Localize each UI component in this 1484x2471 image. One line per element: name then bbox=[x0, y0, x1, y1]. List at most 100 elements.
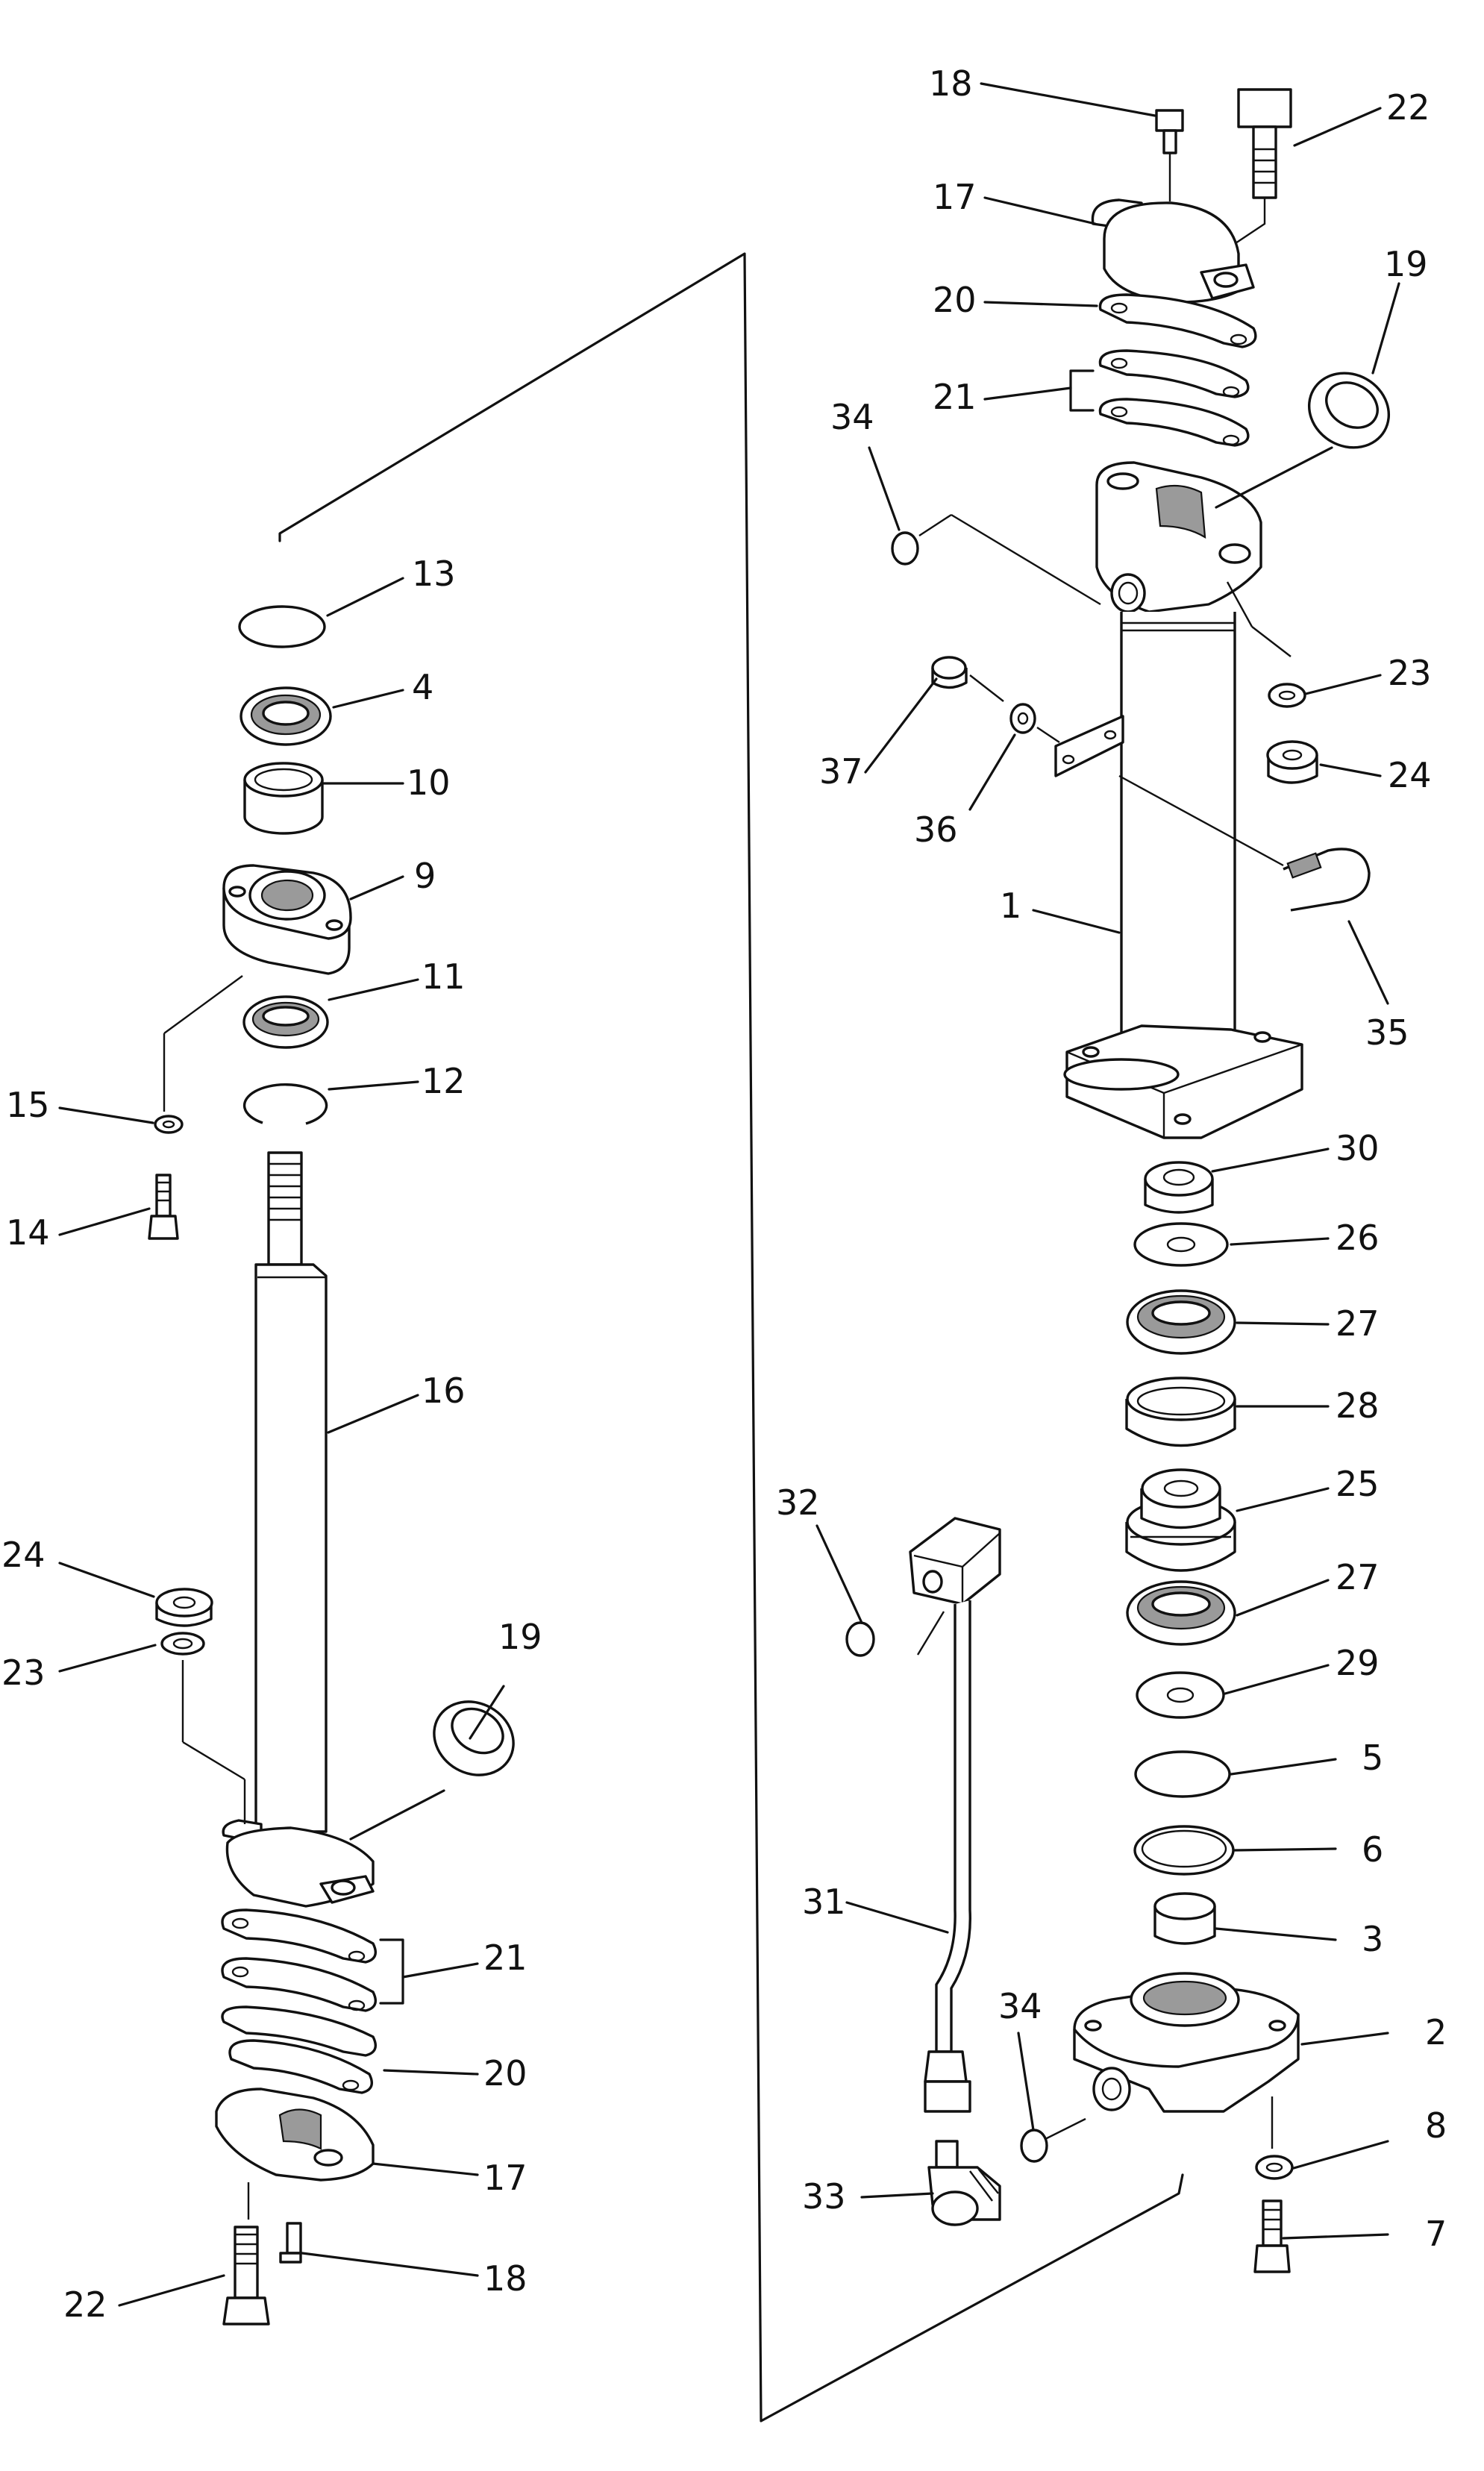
part-21-shims-right bbox=[1098, 349, 1250, 447]
callout-13: 13 bbox=[412, 554, 456, 594]
part-31-pipe bbox=[909, 1517, 1001, 2113]
part-22-bolt-left bbox=[222, 2226, 270, 2326]
part-16-shaft bbox=[254, 1151, 328, 1833]
callout-31: 31 bbox=[802, 1882, 846, 1922]
callout-29: 29 bbox=[1336, 1643, 1380, 1683]
part-14-bolt bbox=[148, 1174, 179, 1240]
callout-22-left: 22 bbox=[63, 2284, 107, 2325]
part-3-bushing bbox=[1153, 1892, 1216, 1945]
callout-27-bottom: 27 bbox=[1336, 1557, 1380, 1597]
callout-17-left: 17 bbox=[483, 2158, 527, 2198]
part-24-nut-left bbox=[155, 1588, 213, 1627]
part-4-seal bbox=[239, 686, 332, 746]
callout-37: 37 bbox=[819, 751, 863, 792]
callout-9: 9 bbox=[414, 856, 436, 896]
part-32-o-ring bbox=[845, 1621, 875, 1657]
part-10-bushing bbox=[243, 762, 324, 835]
callout-4: 4 bbox=[412, 667, 433, 707]
callout-16: 16 bbox=[422, 1371, 466, 1411]
callout-34-bottom: 34 bbox=[998, 1986, 1042, 2026]
part-33-elbow-fitting bbox=[927, 2140, 1001, 2226]
part-18-grease-fitting-left bbox=[279, 2222, 302, 2264]
part-19-seal-right bbox=[1307, 372, 1391, 449]
callout-8: 8 bbox=[1425, 2105, 1447, 2146]
part-18-grease-fitting-right bbox=[1155, 109, 1184, 201]
callout-5: 5 bbox=[1362, 1738, 1383, 1778]
leader-lines bbox=[58, 82, 1400, 2307]
part-23-lock-washer-right bbox=[1268, 683, 1306, 708]
part-8-washer bbox=[1255, 2155, 1294, 2180]
part-34-o-ring-bottom bbox=[1020, 2129, 1048, 2163]
part-1-column-bracket bbox=[1054, 715, 1124, 777]
callout-21-left: 21 bbox=[483, 1938, 527, 1978]
part-30-nut bbox=[1144, 1161, 1214, 1214]
part-19-seal-left bbox=[433, 1700, 515, 1776]
callout-24-right: 24 bbox=[1388, 755, 1432, 795]
callout-20-right: 20 bbox=[933, 280, 977, 320]
callout-21-right: 21 bbox=[933, 377, 977, 417]
part-9-flange-housing bbox=[222, 864, 352, 975]
part-21-shims-left bbox=[221, 1908, 377, 2057]
callout-24-left: 24 bbox=[1, 1535, 46, 1575]
callout-30: 30 bbox=[1336, 1128, 1380, 1168]
part-17-clamp-cap-right bbox=[1091, 198, 1255, 304]
part-27-bearing-top bbox=[1126, 1289, 1236, 1355]
callout-32: 32 bbox=[776, 1482, 820, 1523]
part-11-bearing bbox=[242, 995, 329, 1049]
part-clamp-cap-left bbox=[222, 1819, 375, 1908]
part-22-bolt-right bbox=[1230, 88, 1292, 247]
part-27-bearing-bottom bbox=[1126, 1580, 1236, 1646]
callout-20-left: 20 bbox=[483, 2053, 527, 2093]
part-25-bearing-assembly bbox=[1125, 1468, 1236, 1572]
callout-11: 11 bbox=[422, 956, 466, 997]
part-20-shim-right bbox=[1098, 293, 1257, 348]
part-36-washer bbox=[1009, 703, 1036, 734]
part-28-race bbox=[1125, 1377, 1236, 1447]
part-5-o-ring bbox=[1134, 1750, 1231, 1798]
callout-19-right: 19 bbox=[1384, 244, 1428, 284]
part-35-u-bolt bbox=[1283, 848, 1371, 912]
part-7-bolt bbox=[1253, 2199, 1291, 2273]
callout-2: 2 bbox=[1425, 2012, 1447, 2052]
part-17-clamp-body-left bbox=[215, 2088, 375, 2182]
left-assembly-lines bbox=[163, 975, 250, 2220]
callout-27-top: 27 bbox=[1336, 1303, 1380, 1344]
callout-25: 25 bbox=[1336, 1464, 1380, 1504]
part-12-snap-ring bbox=[242, 1083, 328, 1125]
part-15-washer bbox=[154, 1115, 184, 1134]
part-2-housing bbox=[1073, 1972, 1300, 2113]
callout-18-right: 18 bbox=[929, 63, 973, 104]
part-24-nut-right bbox=[1266, 740, 1318, 784]
part-34-o-ring-top bbox=[891, 531, 919, 566]
part-37-nut bbox=[931, 656, 968, 689]
callout-14: 14 bbox=[6, 1212, 50, 1253]
callout-labels: 13 4 10 9 11 12 15 14 16 24 23 19 21 20 … bbox=[1, 63, 1447, 2325]
callout-33: 33 bbox=[802, 2176, 846, 2217]
callout-22-right: 22 bbox=[1386, 87, 1430, 128]
callout-18-left: 18 bbox=[483, 2258, 527, 2299]
callout-17-right: 17 bbox=[933, 177, 977, 217]
callout-3: 3 bbox=[1362, 1919, 1383, 1959]
part-1-column bbox=[1063, 612, 1303, 1139]
enclosure-frame bbox=[278, 252, 1184, 2423]
callout-23-left: 23 bbox=[1, 1653, 46, 1693]
callout-15: 15 bbox=[6, 1085, 50, 1125]
callout-28: 28 bbox=[1336, 1385, 1380, 1426]
callout-6: 6 bbox=[1362, 1829, 1383, 1870]
callout-7: 7 bbox=[1425, 2214, 1447, 2254]
callout-34-top: 34 bbox=[830, 397, 874, 437]
callout-1: 1 bbox=[1000, 886, 1021, 926]
part-6-ring bbox=[1133, 1825, 1235, 1876]
part-26-washer bbox=[1133, 1222, 1229, 1267]
part-29-washer bbox=[1136, 1671, 1225, 1719]
part-23-lock-washer-left bbox=[160, 1632, 205, 1656]
right-assembly-lines bbox=[916, 513, 1292, 2149]
callout-26: 26 bbox=[1336, 1218, 1380, 1258]
part-13-o-ring bbox=[238, 605, 326, 648]
callout-19-left: 19 bbox=[498, 1617, 542, 1657]
part-1-column-top-clamp bbox=[1095, 461, 1262, 613]
part-20-shim-left bbox=[228, 2039, 373, 2094]
callout-23-right: 23 bbox=[1388, 653, 1432, 693]
callout-12: 12 bbox=[422, 1061, 466, 1101]
